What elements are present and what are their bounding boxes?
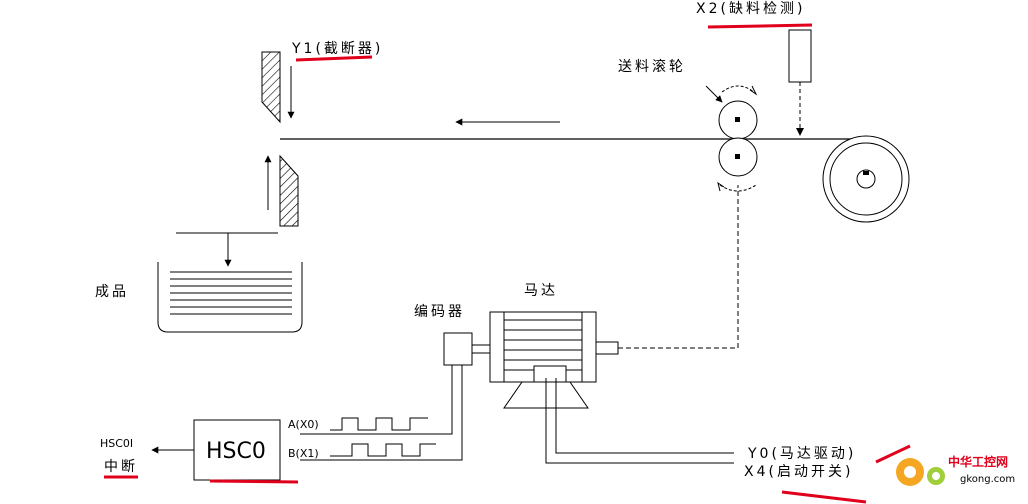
motor [471, 311, 619, 409]
lower-cutter-blade [279, 154, 299, 227]
hsc0-box [193, 419, 281, 481]
upper-cutter-blade [261, 51, 281, 124]
signal-a-label: A(X0) [288, 418, 319, 431]
x2-sensor [788, 29, 812, 136]
x4-wire [555, 378, 734, 454]
pulse-a [330, 417, 428, 431]
gkong-watermark: 中华工控网 gkong.com [896, 454, 1015, 486]
encoder-wire-b [300, 365, 463, 461]
x4-label: X4(启动开关) [744, 464, 853, 480]
x2-underline [707, 23, 813, 29]
watermark-name: 中华工控网 [948, 454, 1008, 469]
y0-wire [545, 378, 734, 464]
finished-product-bin [157, 232, 303, 333]
hsc0-interrupt-label-2: 中断 [104, 459, 138, 475]
feed-roller-label: 送料滚轮 [618, 58, 686, 75]
y0-red-mark [875, 444, 911, 464]
motor-roller-link [618, 185, 739, 349]
hsc0-underline [209, 479, 299, 484]
encoder-wire-a [300, 365, 453, 435]
hsc0-interrupt-label-1: HSC0I [100, 437, 133, 450]
finished-label: 成品 [95, 284, 129, 300]
y0-label: Y0(马达驱动) [747, 446, 856, 462]
material-reel [822, 135, 910, 223]
encoder [443, 332, 473, 366]
hsc0-box-label: HSC0 [206, 439, 266, 464]
motor-label: 马达 [524, 283, 558, 299]
watermark-url: gkong.com [960, 474, 1015, 485]
y1-cutter-label: Y1(截断器) [291, 41, 383, 57]
feed-rollers [705, 85, 758, 192]
signal-b-label: B(X1) [288, 447, 319, 460]
encoder-label: 编码器 [414, 304, 465, 320]
y1-underline [295, 55, 373, 62]
x2-sensor-label: X2(缺料检测) [696, 1, 805, 17]
x4-red-mark [781, 490, 867, 504]
pulse-b [330, 443, 436, 457]
